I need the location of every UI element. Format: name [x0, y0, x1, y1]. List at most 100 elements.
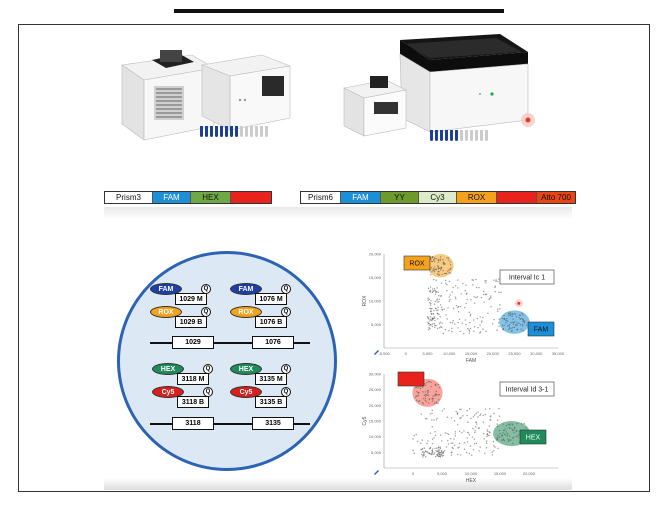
- data-point: [455, 305, 458, 307]
- data-point: [515, 316, 518, 318]
- data-point: [425, 393, 427, 396]
- data-point: [493, 445, 495, 447]
- data-point: [429, 286, 432, 288]
- data-point: [432, 267, 435, 270]
- data-point: [471, 454, 473, 456]
- data-point: [525, 324, 528, 326]
- data-point: [463, 448, 466, 451]
- data-point: [501, 434, 503, 436]
- data-point: [485, 447, 488, 449]
- data-point: [429, 258, 432, 261]
- dye-cell-cy5: Cy5: [497, 192, 537, 203]
- data-point: [507, 423, 509, 426]
- data-point: [487, 430, 489, 433]
- data-point: [446, 416, 449, 418]
- data-point: [416, 390, 418, 393]
- data-point: [431, 319, 433, 322]
- data-point: [515, 435, 517, 438]
- data-point: [434, 455, 437, 458]
- data-point: [439, 295, 442, 297]
- data-point: [439, 456, 442, 458]
- data-point: [493, 279, 495, 281]
- data-point: [496, 329, 498, 331]
- data-point: [448, 269, 450, 271]
- data-point: [521, 318, 524, 320]
- data-point: [431, 288, 434, 290]
- y-tick-label: 15,000: [369, 275, 382, 280]
- data-point: [468, 452, 471, 455]
- data-point: [465, 293, 468, 296]
- dye-oval-hex: HEX: [152, 363, 184, 375]
- data-point: [427, 317, 429, 319]
- x-tick-label: 10,000: [443, 351, 456, 356]
- data-point: [484, 413, 487, 416]
- data-point: [444, 272, 447, 275]
- data-point: [445, 272, 448, 275]
- data-point: [432, 313, 434, 315]
- data-point: [481, 320, 483, 322]
- data-point: [428, 381, 431, 383]
- data-point: [439, 267, 441, 269]
- data-point: [468, 332, 471, 334]
- data-point: [427, 391, 429, 394]
- data-point: [441, 322, 443, 324]
- y-tick-label: 5,000: [371, 450, 382, 455]
- data-point: [475, 442, 478, 445]
- data-point: [436, 273, 439, 275]
- data-point: [434, 319, 436, 322]
- data-point: [485, 330, 487, 333]
- data-point: [503, 439, 506, 442]
- data-point: [426, 394, 428, 396]
- data-point: [441, 326, 443, 329]
- data-point: [432, 318, 434, 320]
- data-point: [424, 397, 427, 400]
- data-point: [433, 288, 436, 290]
- data-point: [448, 330, 450, 332]
- data-point: [430, 453, 432, 455]
- data-point: [474, 429, 476, 432]
- data-point: [511, 428, 513, 430]
- data-point: [523, 320, 526, 322]
- data-point: [502, 327, 504, 330]
- probe-3118-m: 3118 M: [177, 373, 209, 385]
- data-point: [422, 456, 424, 458]
- data-point: [418, 391, 420, 394]
- data-point: [413, 434, 415, 437]
- data-point: [465, 451, 468, 454]
- data-point: [494, 285, 497, 288]
- data-point: [414, 396, 417, 399]
- data-point: [436, 417, 438, 420]
- data-point: [498, 322, 500, 324]
- top-rule: [174, 9, 504, 13]
- data-point: [479, 446, 481, 448]
- data-point: [478, 450, 480, 452]
- data-point: [519, 324, 522, 326]
- data-point: [511, 313, 514, 315]
- data-point: [461, 322, 463, 324]
- data-point: [486, 440, 488, 442]
- data-point: [436, 327, 439, 330]
- data-point: [429, 291, 432, 293]
- data-point: [433, 303, 436, 305]
- cluster-tag: [519, 429, 547, 445]
- data-point: [430, 274, 432, 276]
- data-point: [514, 313, 517, 316]
- cluster-tag: [527, 321, 555, 337]
- data-point: [468, 311, 470, 314]
- data-point: [434, 289, 436, 292]
- data-point: [477, 411, 479, 413]
- data-point: [505, 431, 507, 433]
- data-point: [484, 280, 486, 282]
- data-point: [435, 402, 438, 404]
- data-point: [497, 280, 499, 283]
- data-point: [490, 295, 492, 297]
- data-point: [506, 317, 508, 320]
- data-point: [459, 330, 461, 333]
- data-point: [447, 439, 449, 442]
- data-point: [431, 308, 433, 310]
- data-point: [440, 282, 443, 284]
- data-point: [434, 300, 436, 303]
- data-point: [450, 442, 452, 444]
- data-point: [433, 257, 436, 259]
- data-point: [504, 319, 507, 321]
